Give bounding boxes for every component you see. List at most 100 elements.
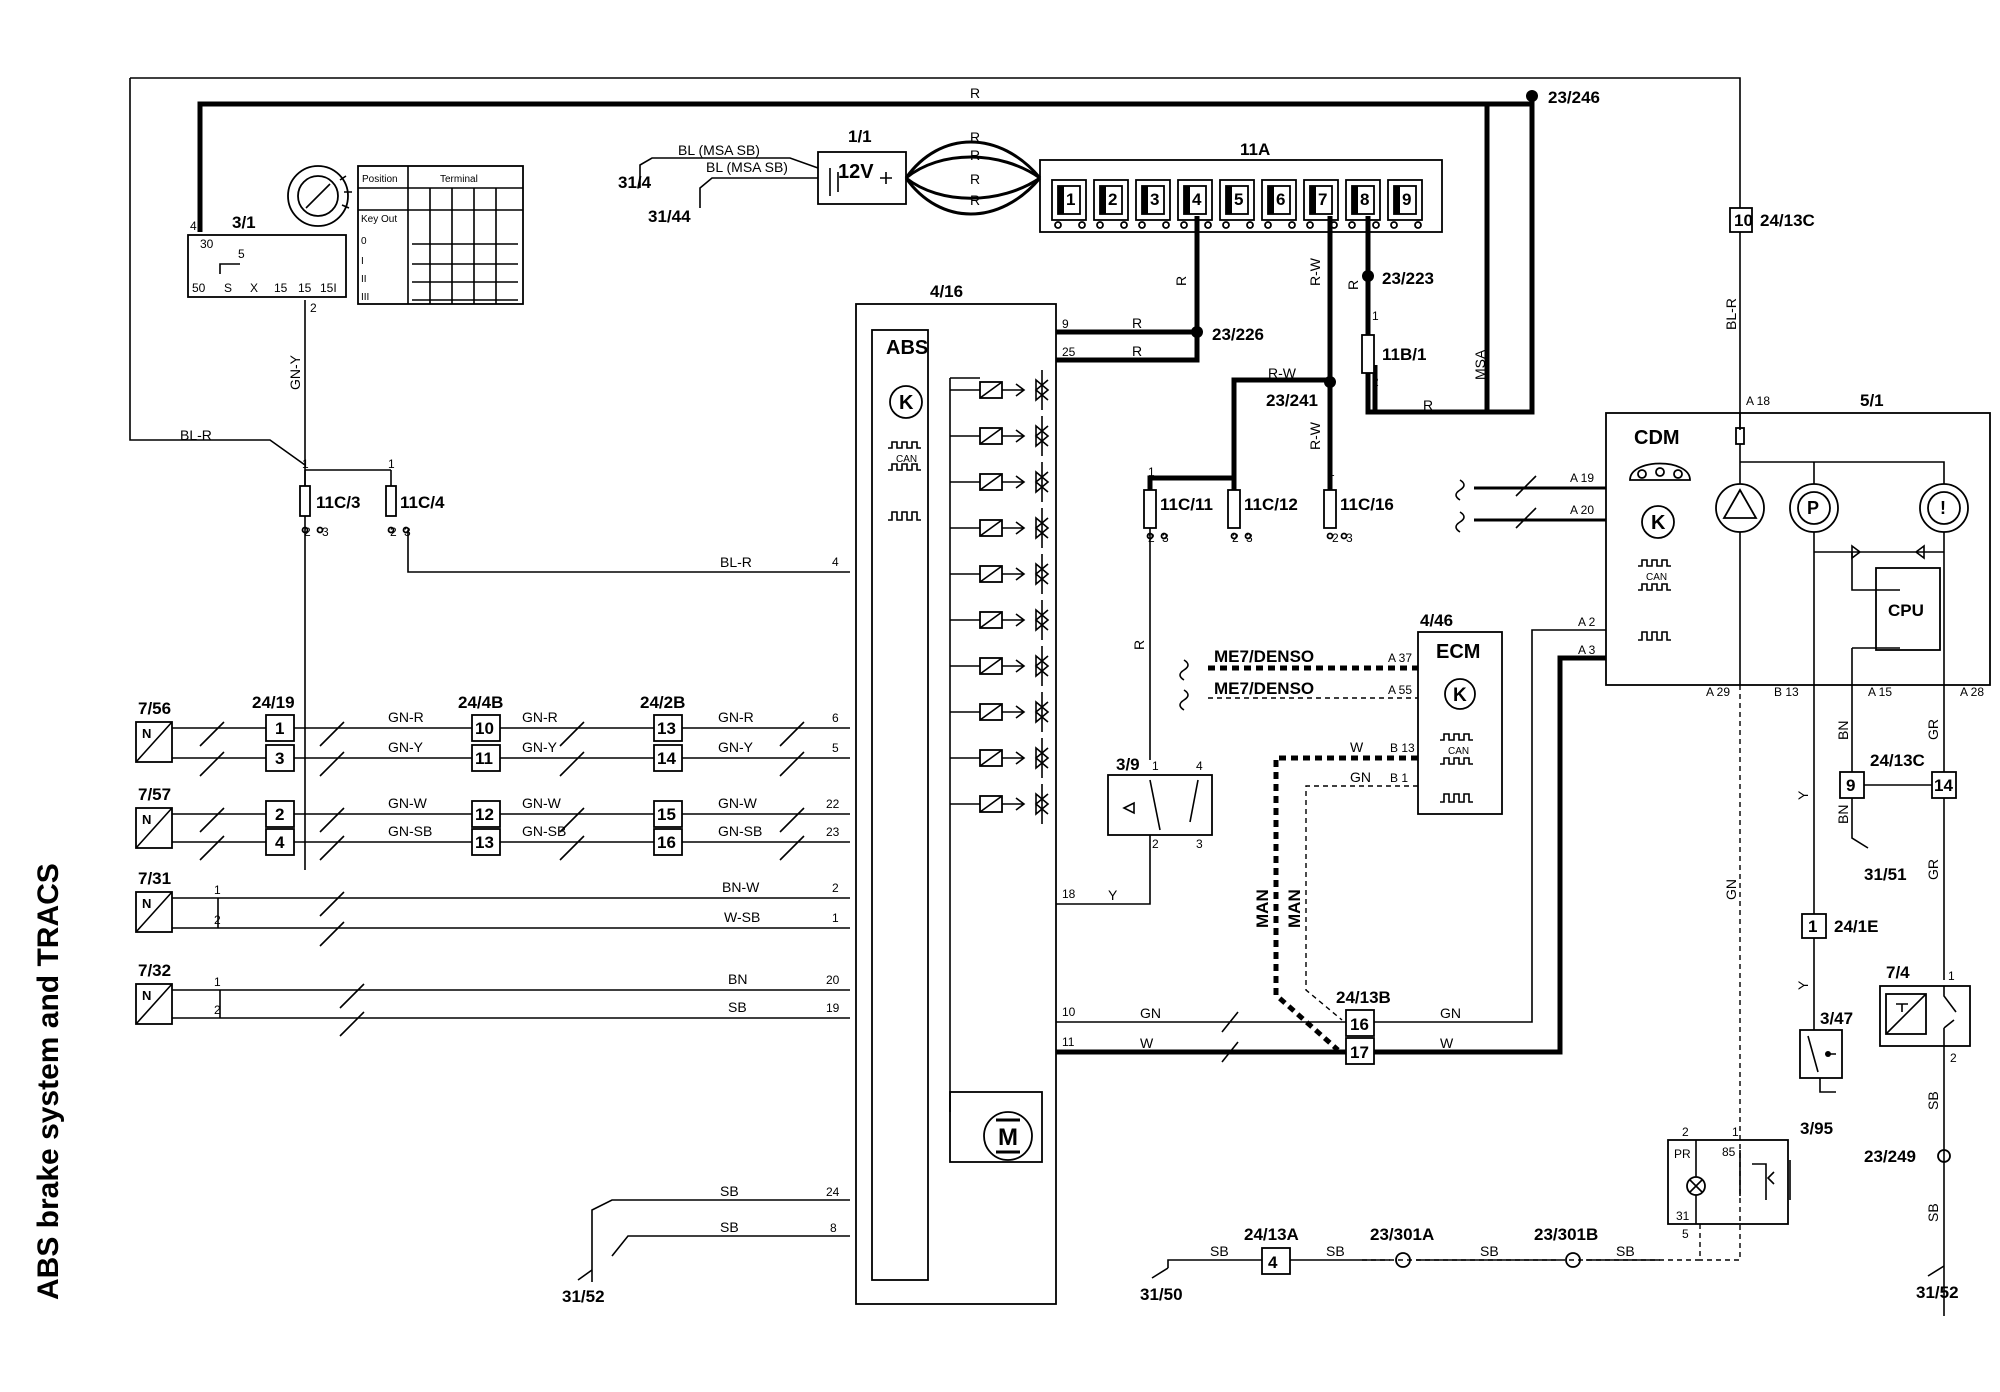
- wire-label: MSA: [1472, 349, 1488, 380]
- cdm-module: 5/1 CDM K CAN P: [1605, 391, 1991, 686]
- fuse-11b-1-feed: 23/223 1 11B/1 2 R: [1345, 216, 1487, 415]
- battery-cable-bundle: R R R R: [904, 129, 1042, 216]
- svg-text:R: R: [970, 192, 980, 208]
- svg-text:15I: 15I: [320, 281, 337, 295]
- can-bus-icon: CAN: [1440, 733, 1473, 765]
- svg-text:2: 2: [1152, 837, 1159, 851]
- fuse-slot: 9: [1387, 179, 1423, 229]
- abs-valve-block: [950, 370, 1050, 824]
- svg-text:III: III: [361, 292, 369, 303]
- abs-solenoid-valve: [950, 508, 1050, 548]
- svg-text:W: W: [1440, 1035, 1454, 1051]
- svg-text:3/47: 3/47: [1820, 1009, 1853, 1028]
- svg-text:1/1: 1/1: [848, 127, 872, 146]
- svg-text:3/9: 3/9: [1116, 755, 1140, 774]
- svg-text:15: 15: [657, 805, 676, 824]
- battery-ground-wires: BL (MSA SB) BL (MSA SB) 31/4 31/44: [618, 142, 819, 226]
- svg-text:9: 9: [1062, 317, 1069, 331]
- wire-label: Y: [1108, 887, 1118, 903]
- svg-text:23/241: 23/241: [1266, 391, 1318, 410]
- svg-text:M: M: [998, 1124, 1018, 1151]
- cdm-a19-a20-wires: [1474, 486, 1606, 522]
- wheel-sensor-7-32: N7/32: [135, 961, 173, 1025]
- svg-text:24/13C: 24/13C: [1760, 211, 1815, 230]
- pin-markers: [301, 526, 1348, 540]
- svg-text:GN-W: GN-W: [718, 795, 758, 811]
- svg-text:4/46: 4/46: [1420, 611, 1453, 630]
- svg-text:MAN: MAN: [1253, 889, 1272, 928]
- svg-text:2: 2: [214, 913, 221, 927]
- svg-text:11C/16: 11C/16: [1340, 495, 1394, 514]
- wire-label: Y: [1795, 980, 1811, 990]
- svg-text:0: 0: [361, 236, 367, 247]
- svg-text:16: 16: [657, 833, 676, 852]
- pin-label: 5: [238, 247, 245, 261]
- top-r-wire: R BL-R: [129, 77, 1741, 870]
- svg-text:7/4: 7/4: [1886, 963, 1910, 982]
- svg-text:24/4B: 24/4B: [458, 693, 503, 712]
- relay-3-95: 3/95 2 1 PR 85 31 5: [1667, 1119, 1833, 1241]
- svg-text:SB: SB: [720, 1219, 739, 1235]
- can-bus-icon: CAN: [888, 441, 921, 471]
- svg-text:W: W: [1350, 739, 1364, 755]
- svg-text:24/13B: 24/13B: [1336, 988, 1391, 1007]
- svg-text:1: 1: [275, 719, 284, 738]
- svg-text:4/16: 4/16: [930, 282, 963, 301]
- svg-text:GN: GN: [1140, 1005, 1161, 1021]
- fuse-number: 7: [1318, 190, 1327, 209]
- wheel-sensor-7-56: N7/56: [135, 699, 173, 763]
- svg-text:1: 1: [1372, 309, 1379, 323]
- svg-text:11C/12: 11C/12: [1244, 495, 1298, 514]
- svg-text:PR: PR: [1674, 1147, 1691, 1161]
- svg-text:CAN: CAN: [1646, 572, 1667, 583]
- fuse-number: 4: [1192, 190, 1202, 209]
- abs-solenoid-valve: [950, 692, 1050, 732]
- pulse-signal-icon: [888, 511, 921, 521]
- fuse-slot: 7: [1303, 179, 1339, 229]
- svg-text:3: 3: [322, 525, 329, 539]
- svg-text:B 13: B 13: [1390, 741, 1415, 755]
- ground-31-52-stub: [1927, 1265, 1945, 1277]
- svg-text:23/301A: 23/301A: [1370, 1225, 1434, 1244]
- thick-r-wire: 23/246 R MSA: [197, 88, 1600, 415]
- svg-text:12V: 12V: [838, 161, 874, 183]
- svg-text:7/31: 7/31: [138, 869, 171, 888]
- ignition-terminals: 50 S X 15 15 15I: [192, 281, 337, 295]
- svg-text:23/301B: 23/301B: [1534, 1225, 1598, 1244]
- svg-text:16: 16: [1350, 1015, 1369, 1034]
- svg-text:1: 1: [214, 975, 221, 989]
- svg-text:A 19: A 19: [1570, 471, 1594, 485]
- svg-text:S: S: [224, 281, 232, 295]
- svg-text:A 29: A 29: [1706, 685, 1730, 699]
- svg-text:50: 50: [192, 281, 206, 295]
- y-wire-to-abs: [1056, 835, 1151, 905]
- component-id: 3/1: [232, 213, 256, 232]
- svg-text:BN: BN: [728, 971, 747, 987]
- svg-text:A 3: A 3: [1578, 643, 1596, 657]
- svg-text:R-W: R-W: [1307, 421, 1323, 450]
- svg-text:A 37: A 37: [1388, 651, 1412, 665]
- pin-label: 18: [1062, 887, 1076, 901]
- svg-text:4: 4: [1268, 1253, 1278, 1272]
- svg-text:I: I: [361, 256, 364, 267]
- svg-text:1: 1: [214, 883, 221, 897]
- svg-text:CAN: CAN: [896, 454, 917, 465]
- svg-text:3: 3: [1196, 837, 1203, 851]
- fuse-number: 3: [1150, 190, 1159, 209]
- svg-text:7/32: 7/32: [138, 961, 171, 980]
- svg-text:3/95: 3/95: [1800, 1119, 1833, 1138]
- brake-warning-lamp-icon: !: [1919, 483, 1969, 533]
- switch-3-47: 3/47: [1799, 1009, 1853, 1093]
- svg-text:14: 14: [657, 749, 676, 768]
- svg-text:24/13C: 24/13C: [1870, 751, 1925, 770]
- wheel-sensor-7-31: N7/31: [135, 869, 173, 933]
- wire-label: BL-R: [1723, 298, 1739, 330]
- battery: 1/1 12V: [817, 127, 907, 205]
- svg-text:BL (MSA SB): BL (MSA SB): [706, 159, 788, 175]
- svg-text:1: 1: [832, 911, 839, 925]
- svg-text:31/4: 31/4: [618, 173, 652, 192]
- sensor-pin-numbers: 1 2 1 2: [214, 883, 221, 1017]
